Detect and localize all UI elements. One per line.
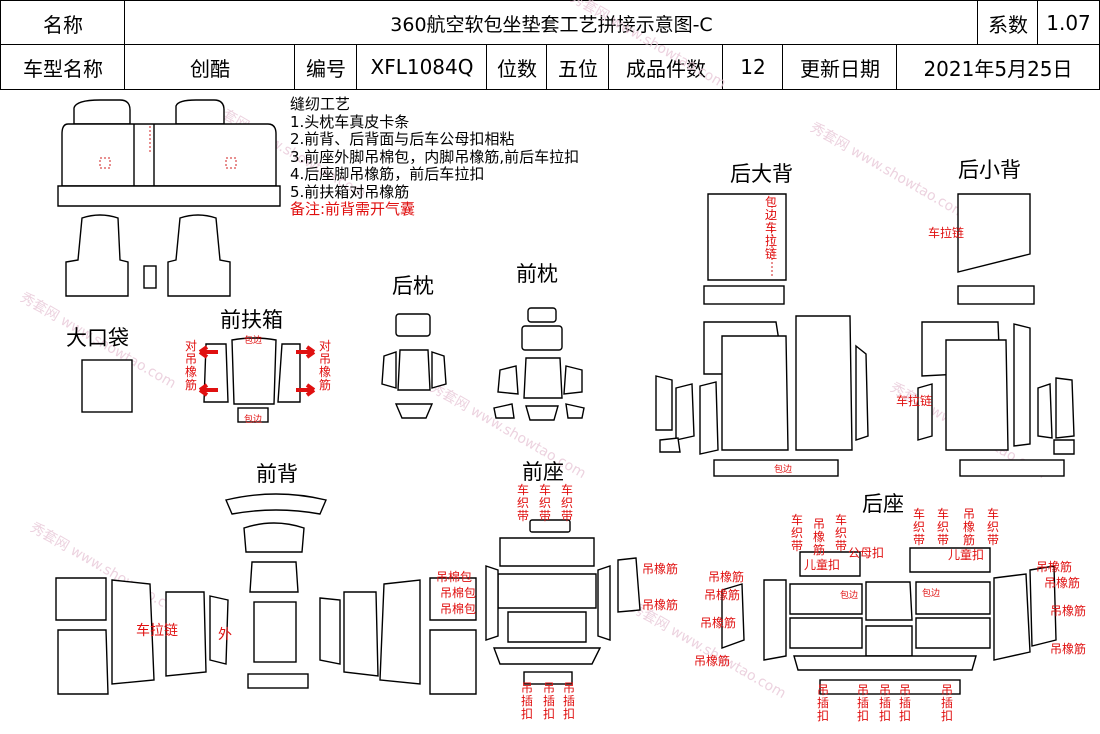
annotation-child-buckle: 儿童扣: [948, 548, 985, 562]
annotation-male-female: 公母扣: [848, 546, 885, 560]
note-item: 3.前座外脚吊棉包，内脚吊橡筋,前后车拉扣: [290, 147, 580, 166]
section-label-rear-headrest: 后枕: [392, 274, 434, 298]
annotation-woven-tape: 车织带: [516, 483, 529, 523]
rear-seat-parts: [721, 547, 1057, 695]
annotation-elastic: 吊橡筋: [704, 588, 741, 602]
notes-remark: 备注:前背需开气囊: [290, 200, 416, 218]
annotation-elastic: 吊橡筋: [812, 517, 825, 557]
annotation-edge-binding: 包边: [840, 591, 859, 601]
model-label: 车型名称: [0, 44, 126, 90]
rear-big-back-parts: [655, 193, 869, 477]
annotation-elastic: 吊橡筋: [694, 654, 731, 668]
note-item: 1.头枕车真皮卡条: [290, 112, 410, 131]
annotation-hook: 吊插扣: [940, 683, 953, 723]
sewing-notes: 缝纫工艺 1.头枕车真皮卡条 2.前背、后背面与后车公母扣相粘 3.前座外脚吊棉…: [290, 95, 580, 219]
annotation-pair-elastic: 对吊橡筋: [318, 339, 331, 392]
annotation-hook: 吊插扣: [542, 681, 555, 721]
annotation-zipper-long: 车拉链: [136, 623, 178, 639]
annotation-elastic: 吊橡筋: [642, 598, 679, 612]
annotation-pair-elastic: 对吊橡筋: [184, 339, 197, 392]
annotation-woven-tape: 车织带: [936, 507, 949, 547]
annotation-outer: 外: [218, 627, 232, 643]
annotation-elastic: 吊橡筋: [962, 507, 975, 547]
seat-thumbnail: [57, 99, 281, 297]
annotation-zipper: 车拉链: [896, 394, 933, 408]
section-label-front-armrest: 前扶箱: [220, 308, 283, 332]
annotation-woven-tape: 车织带: [560, 483, 573, 523]
annotation-woven-tape: 车织带: [986, 507, 999, 547]
notes-title: 缝纫工艺: [290, 95, 351, 113]
annotation-woven-tape: 车织带: [834, 513, 847, 553]
front-armrest-parts: [198, 337, 316, 423]
section-label-rear-small-back: 后小背: [958, 158, 1021, 182]
annotation-edge-binding: 包边: [244, 336, 263, 346]
annotation-hook: 吊插扣: [562, 681, 575, 721]
annotation-woven-tape: 车织带: [538, 483, 551, 523]
annotation-elastic: 吊橡筋: [1036, 560, 1073, 574]
code-value: XFL1084Q: [356, 44, 488, 90]
note-item: 5.前扶箱对吊橡筋: [290, 182, 410, 201]
big-pocket-part: [81, 359, 133, 413]
annotation-hook: 吊插扣: [898, 683, 911, 723]
date-label: 更新日期: [782, 44, 898, 90]
annotation-elastic: 吊橡筋: [700, 616, 737, 630]
annotation-elastic: 吊橡筋: [1044, 576, 1081, 590]
annotation-cotton-bag: 吊棉包: [440, 586, 477, 600]
annotation-hook: 吊插扣: [856, 683, 869, 723]
front-seat-parts: [485, 519, 641, 685]
seats-label: 位数: [486, 44, 548, 90]
pieces-value: 12: [722, 44, 784, 90]
annotation-edge-binding: 包边: [244, 415, 263, 425]
annotation-cotton-bag: 吊棉包: [440, 602, 477, 616]
section-label-rear-seat: 后座: [862, 492, 904, 516]
pieces-label: 成品件数: [608, 44, 724, 90]
note-item: 2.前背、后背面与后车公母扣相粘: [290, 130, 515, 148]
annotation-edging-zipper: 包边车拉链: [764, 195, 777, 261]
front-headrest-parts: [493, 307, 585, 421]
name-label: 名称: [0, 0, 126, 46]
section-label-front-back: 前背: [256, 462, 298, 486]
annotation-elastic: 吊橡筋: [1050, 604, 1087, 618]
annotation-edge-binding: 包边: [922, 589, 941, 599]
annotation-child-buckle: 儿童扣: [804, 558, 841, 572]
section-label-big-pocket: 大口袋: [66, 326, 129, 350]
coef-label: 系数: [977, 0, 1039, 46]
annotation-hook: 吊插扣: [878, 683, 891, 723]
annotation-edge-binding: 包边: [774, 465, 793, 475]
annotation-elastic: 吊橡筋: [708, 570, 745, 584]
section-label-rear-big-back: 后大背: [730, 162, 793, 186]
code-label: 编号: [294, 44, 358, 90]
annotation-elastic: 吊橡筋: [1050, 642, 1087, 656]
annotation-hook: 吊插扣: [520, 681, 533, 721]
rear-headrest-parts: [381, 313, 447, 419]
header-table: 名称 360航空软包坐垫套工艺拼接示意图-C 系数 1.07 车型名称 创酷 编…: [0, 0, 1100, 90]
annotation-cotton-bag: 吊棉包: [436, 570, 473, 584]
note-item: 4.后座脚吊橡筋，前后车拉扣: [290, 165, 485, 183]
rear-small-back-parts: [917, 193, 1075, 477]
front-back-parts: [55, 493, 477, 695]
annotation-zipper: 车拉链: [928, 226, 965, 240]
date-value: 2021年5月25日: [896, 44, 1100, 90]
section-label-front-headrest: 前枕: [516, 262, 558, 286]
annotation-woven-tape: 车织带: [790, 513, 803, 553]
section-label-front-seat: 前座: [522, 460, 564, 484]
annotation-hook: 吊插扣: [816, 683, 829, 723]
annotation-woven-tape: 车织带: [912, 507, 925, 547]
annotation-elastic: 吊橡筋: [642, 562, 679, 576]
